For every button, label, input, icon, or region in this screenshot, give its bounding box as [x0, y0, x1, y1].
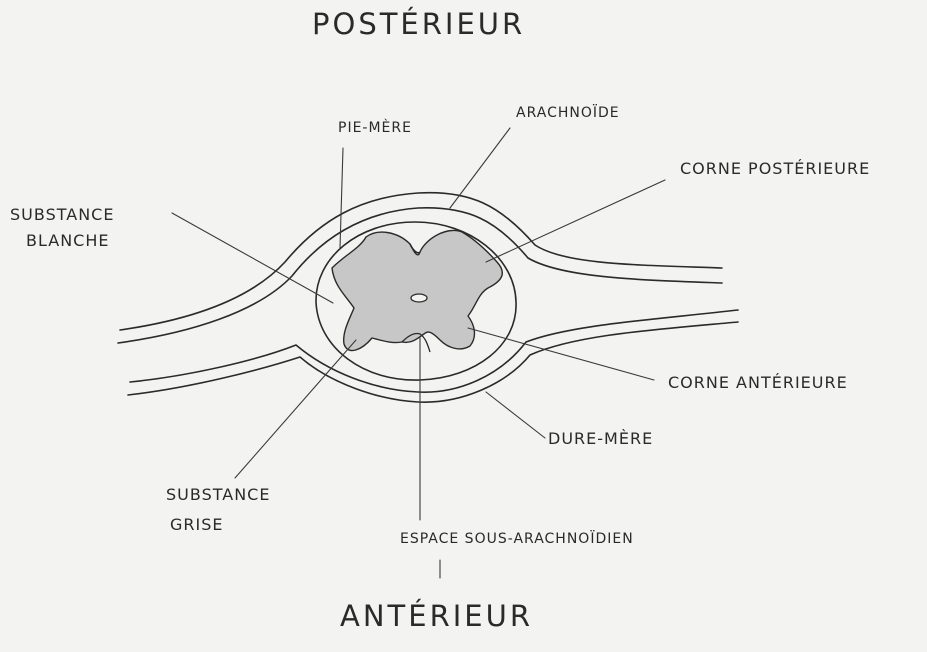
grey-matter-shape [332, 230, 502, 350]
substance-grise-label-line1: Substance [166, 486, 270, 504]
espace-sous-arachnoidien-label: Espace sous-arachnoïdien [400, 531, 634, 547]
leader-corne-posterieure [486, 180, 665, 262]
posterior-label: Postérieur [312, 8, 525, 41]
leader-substance-grise [235, 340, 356, 478]
pie-mere-label: Pie-mère [338, 120, 412, 136]
leader-pie-mere [340, 148, 343, 248]
substance-blanche-label-line1: Substance [10, 206, 114, 224]
corne-anterieure-label: Corne antérieure [668, 374, 848, 392]
leader-dure-mere [486, 392, 545, 438]
anterior-label: Antérieur [340, 600, 533, 633]
corne-posterieure-label: Corne postérieure [680, 160, 870, 178]
arachnoide-label: Arachnoïde [516, 105, 620, 121]
leader-corne-anterieure [468, 328, 654, 380]
dure-mere-label: Dure-mère [548, 430, 653, 448]
leader-arachnoide [450, 128, 510, 208]
substance-grise-label-line2: Grise [170, 516, 224, 534]
central-canal [411, 294, 427, 302]
substance-blanche-label-line2: Blanche [26, 232, 109, 250]
